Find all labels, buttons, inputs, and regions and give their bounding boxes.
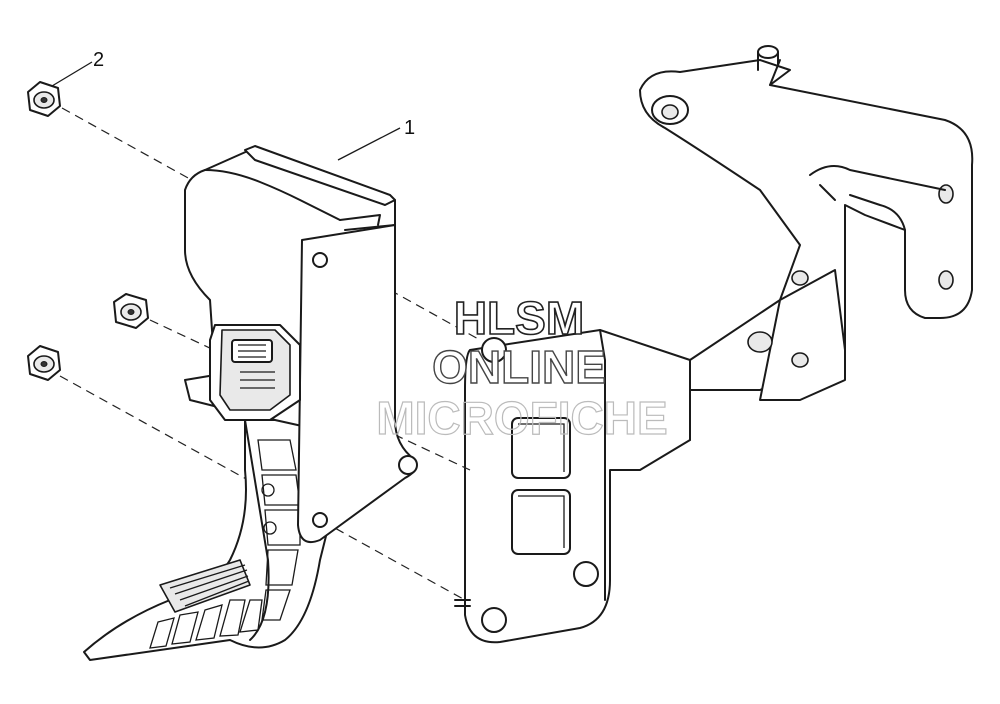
flange-nut-bottom [27,345,61,381]
flange-nut-middle [113,293,149,329]
pedal-lattice [149,439,301,649]
electrical-connector [209,324,301,421]
callout-2: 2 [51,49,104,87]
watermark: HLSM ONLINE MICROFICHE [376,291,669,444]
watermark-line-2: ONLINE [432,341,606,393]
callout-1: 1 [337,117,415,161]
watermark-line-3: MICROFICHE [376,392,667,444]
watermark-line-1: HLSM [454,292,584,344]
callout-1-label: 1 [404,117,415,139]
mounting-bracket [454,45,974,644]
callout-2-label: 2 [93,49,104,71]
flange-nut-top [27,81,61,117]
pedal-tread [159,559,251,613]
accelerator-pedal-assembly [83,145,418,661]
